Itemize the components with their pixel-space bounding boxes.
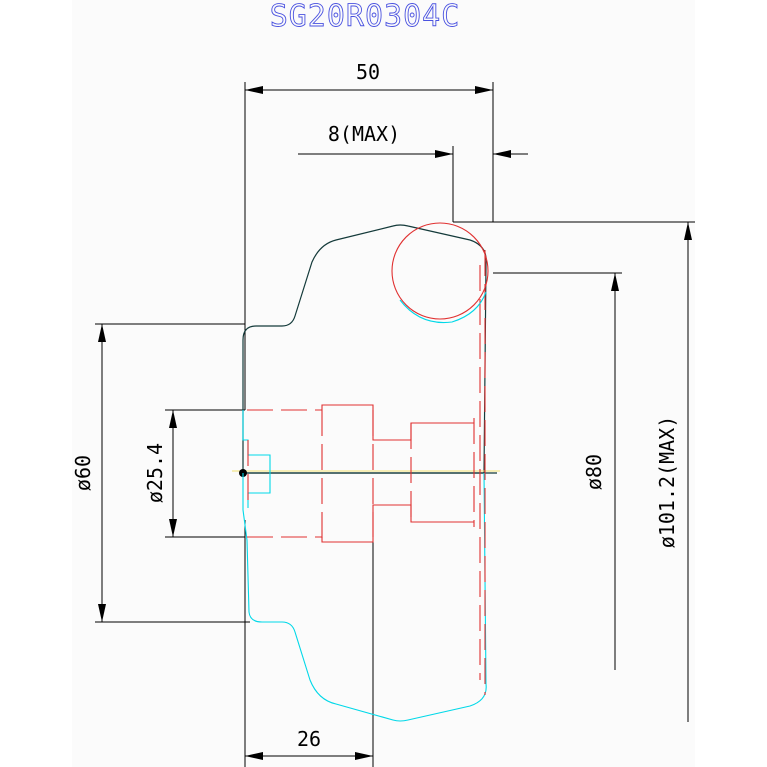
dim-50-label: 50 xyxy=(356,60,380,84)
dim-8max-label: 8(MAX) xyxy=(328,122,400,146)
dimension-max-offset: 8(MAX) xyxy=(298,122,528,222)
hidden-bore-lines xyxy=(247,250,486,695)
dim-80-label: ø80 xyxy=(582,454,606,490)
part-number-title: SG20R0304C xyxy=(270,0,461,34)
dimension-bore: ø25.4 xyxy=(143,409,245,538)
dimension-diameter-80: ø80 xyxy=(493,272,622,670)
crown-radius-circle xyxy=(391,222,489,324)
drawing-sheet xyxy=(72,0,695,767)
dimension-hub-width: 26 xyxy=(244,520,374,767)
dimension-diameter-max: ø101.2(MAX) xyxy=(453,221,695,722)
dim-60-label: ø60 xyxy=(71,455,95,491)
dim-25-label: ø25.4 xyxy=(143,443,167,503)
roller-upper-outline xyxy=(242,224,497,474)
dim-26-label: 26 xyxy=(297,727,321,751)
dim-101-label: ø101.2(MAX) xyxy=(655,416,679,548)
dimension-diameter-60: ø60 xyxy=(71,323,250,623)
dimension-overall-width: 50 xyxy=(244,60,494,410)
